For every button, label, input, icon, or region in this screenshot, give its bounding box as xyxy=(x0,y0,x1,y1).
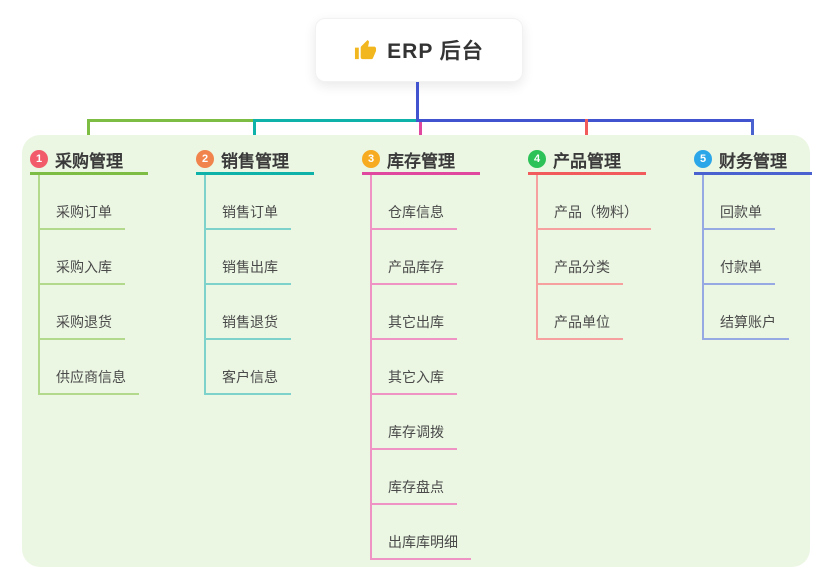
child-node[interactable]: 结算账户 xyxy=(704,285,839,340)
branch-label: 销售管理 xyxy=(221,151,289,171)
branch-label: 财务管理 xyxy=(719,151,787,171)
bus-segment-right xyxy=(416,119,751,122)
bus-segment-left xyxy=(87,119,254,122)
child-node[interactable]: 付款单 xyxy=(704,230,839,285)
child-node-label: 供应商信息 xyxy=(40,367,139,395)
child-node-label: 仓库信息 xyxy=(372,202,457,230)
child-node[interactable]: 客户信息 xyxy=(206,340,356,395)
branch-drop-4 xyxy=(585,119,588,148)
branch-number-badge: 5 xyxy=(694,150,712,168)
child-node[interactable]: 库存调拨 xyxy=(372,395,522,450)
child-node[interactable]: 回款单 xyxy=(704,175,839,230)
child-node-label: 产品（物料） xyxy=(538,202,651,230)
child-node-label: 其它出库 xyxy=(372,312,457,340)
root-node[interactable]: ERP 后台 xyxy=(315,18,523,82)
child-node[interactable]: 产品分类 xyxy=(538,230,688,285)
thumbs-up-path xyxy=(355,39,377,59)
branch-number-badge: 4 xyxy=(528,150,546,168)
branch-drop-5 xyxy=(751,119,754,148)
branch-label: 库存管理 xyxy=(387,151,455,171)
child-node[interactable]: 采购入库 xyxy=(40,230,190,285)
child-node[interactable]: 其它入库 xyxy=(372,340,522,395)
branch-4: 4 产品管理产品（物料） 产品分类产品单位 xyxy=(528,146,692,340)
child-node-label: 产品库存 xyxy=(372,257,457,285)
child-node-label: 结算账户 xyxy=(704,312,789,340)
branch-children: 产品（物料） 产品分类产品单位 xyxy=(536,175,688,340)
branch-number-badge: 1 xyxy=(30,150,48,168)
bus-segment-middle xyxy=(254,119,416,122)
child-node-label: 付款单 xyxy=(704,257,775,285)
branch-label: 采购管理 xyxy=(55,151,123,171)
child-node-label: 销售订单 xyxy=(206,202,291,230)
child-node[interactable]: 其它出库 xyxy=(372,285,522,340)
branch-header[interactable]: 3 库存管理 xyxy=(362,146,480,175)
branch-children: 采购订单采购入库采购退货供应商信息 xyxy=(38,175,190,395)
branch-2: 2 销售管理销售订单销售出库销售退货客户信息 xyxy=(196,146,360,395)
child-node[interactable]: 库存盘点 xyxy=(372,450,522,505)
branch-drop-2 xyxy=(253,119,256,148)
child-node[interactable]: 销售订单 xyxy=(206,175,356,230)
branch-header[interactable]: 5 财务管理 xyxy=(694,146,812,175)
child-node-label: 产品分类 xyxy=(538,257,623,285)
branch-3: 3 库存管理仓库信息产品库存其它出库其它入库库存调拨库存盘点出库库明细 xyxy=(362,146,526,560)
branch-label: 产品管理 xyxy=(553,151,621,171)
branch-header[interactable]: 2 销售管理 xyxy=(196,146,314,175)
group-container xyxy=(22,135,810,567)
child-node[interactable]: 采购退货 xyxy=(40,285,190,340)
branch-header[interactable]: 1 采购管理 xyxy=(30,146,148,175)
branch-header[interactable]: 4 产品管理 xyxy=(528,146,646,175)
child-node-label: 回款单 xyxy=(704,202,775,230)
child-node[interactable]: 供应商信息 xyxy=(40,340,190,395)
branch-children: 仓库信息产品库存其它出库其它入库库存调拨库存盘点出库库明细 xyxy=(370,175,522,560)
child-node-label: 销售出库 xyxy=(206,257,291,285)
branch-1: 1 采购管理采购订单采购入库采购退货供应商信息 xyxy=(30,146,194,395)
child-node-label: 客户信息 xyxy=(206,367,291,395)
thumbs-up-icon xyxy=(354,39,377,62)
child-node[interactable]: 销售退货 xyxy=(206,285,356,340)
child-node[interactable]: 产品单位 xyxy=(538,285,688,340)
child-node-label: 其它入库 xyxy=(372,367,457,395)
branch-children: 销售订单销售出库销售退货客户信息 xyxy=(204,175,356,395)
child-node-label: 采购入库 xyxy=(40,257,125,285)
branch-number-badge: 2 xyxy=(196,150,214,168)
child-node[interactable]: 仓库信息 xyxy=(372,175,522,230)
child-node-label: 产品单位 xyxy=(538,312,623,340)
branch-children: 回款单付款单结算账户 xyxy=(702,175,839,340)
root-title: ERP 后台 xyxy=(387,40,484,63)
child-node-label: 采购退货 xyxy=(40,312,125,340)
child-node-label: 采购订单 xyxy=(40,202,125,230)
root-connector-vertical xyxy=(416,82,419,122)
child-node[interactable]: 产品（物料） xyxy=(538,175,688,230)
child-node[interactable]: 销售出库 xyxy=(206,230,356,285)
branch-drop-1 xyxy=(87,119,90,148)
branch-number-badge: 3 xyxy=(362,150,380,168)
child-node-label: 库存盘点 xyxy=(372,477,457,505)
child-node[interactable]: 采购订单 xyxy=(40,175,190,230)
child-node[interactable]: 产品库存 xyxy=(372,230,522,285)
child-node-label: 销售退货 xyxy=(206,312,291,340)
child-node[interactable]: 出库库明细 xyxy=(372,505,522,560)
child-node-label: 库存调拨 xyxy=(372,422,457,450)
child-node-label: 出库库明细 xyxy=(372,532,471,560)
branch-5: 5 财务管理回款单付款单结算账户 xyxy=(694,146,839,340)
